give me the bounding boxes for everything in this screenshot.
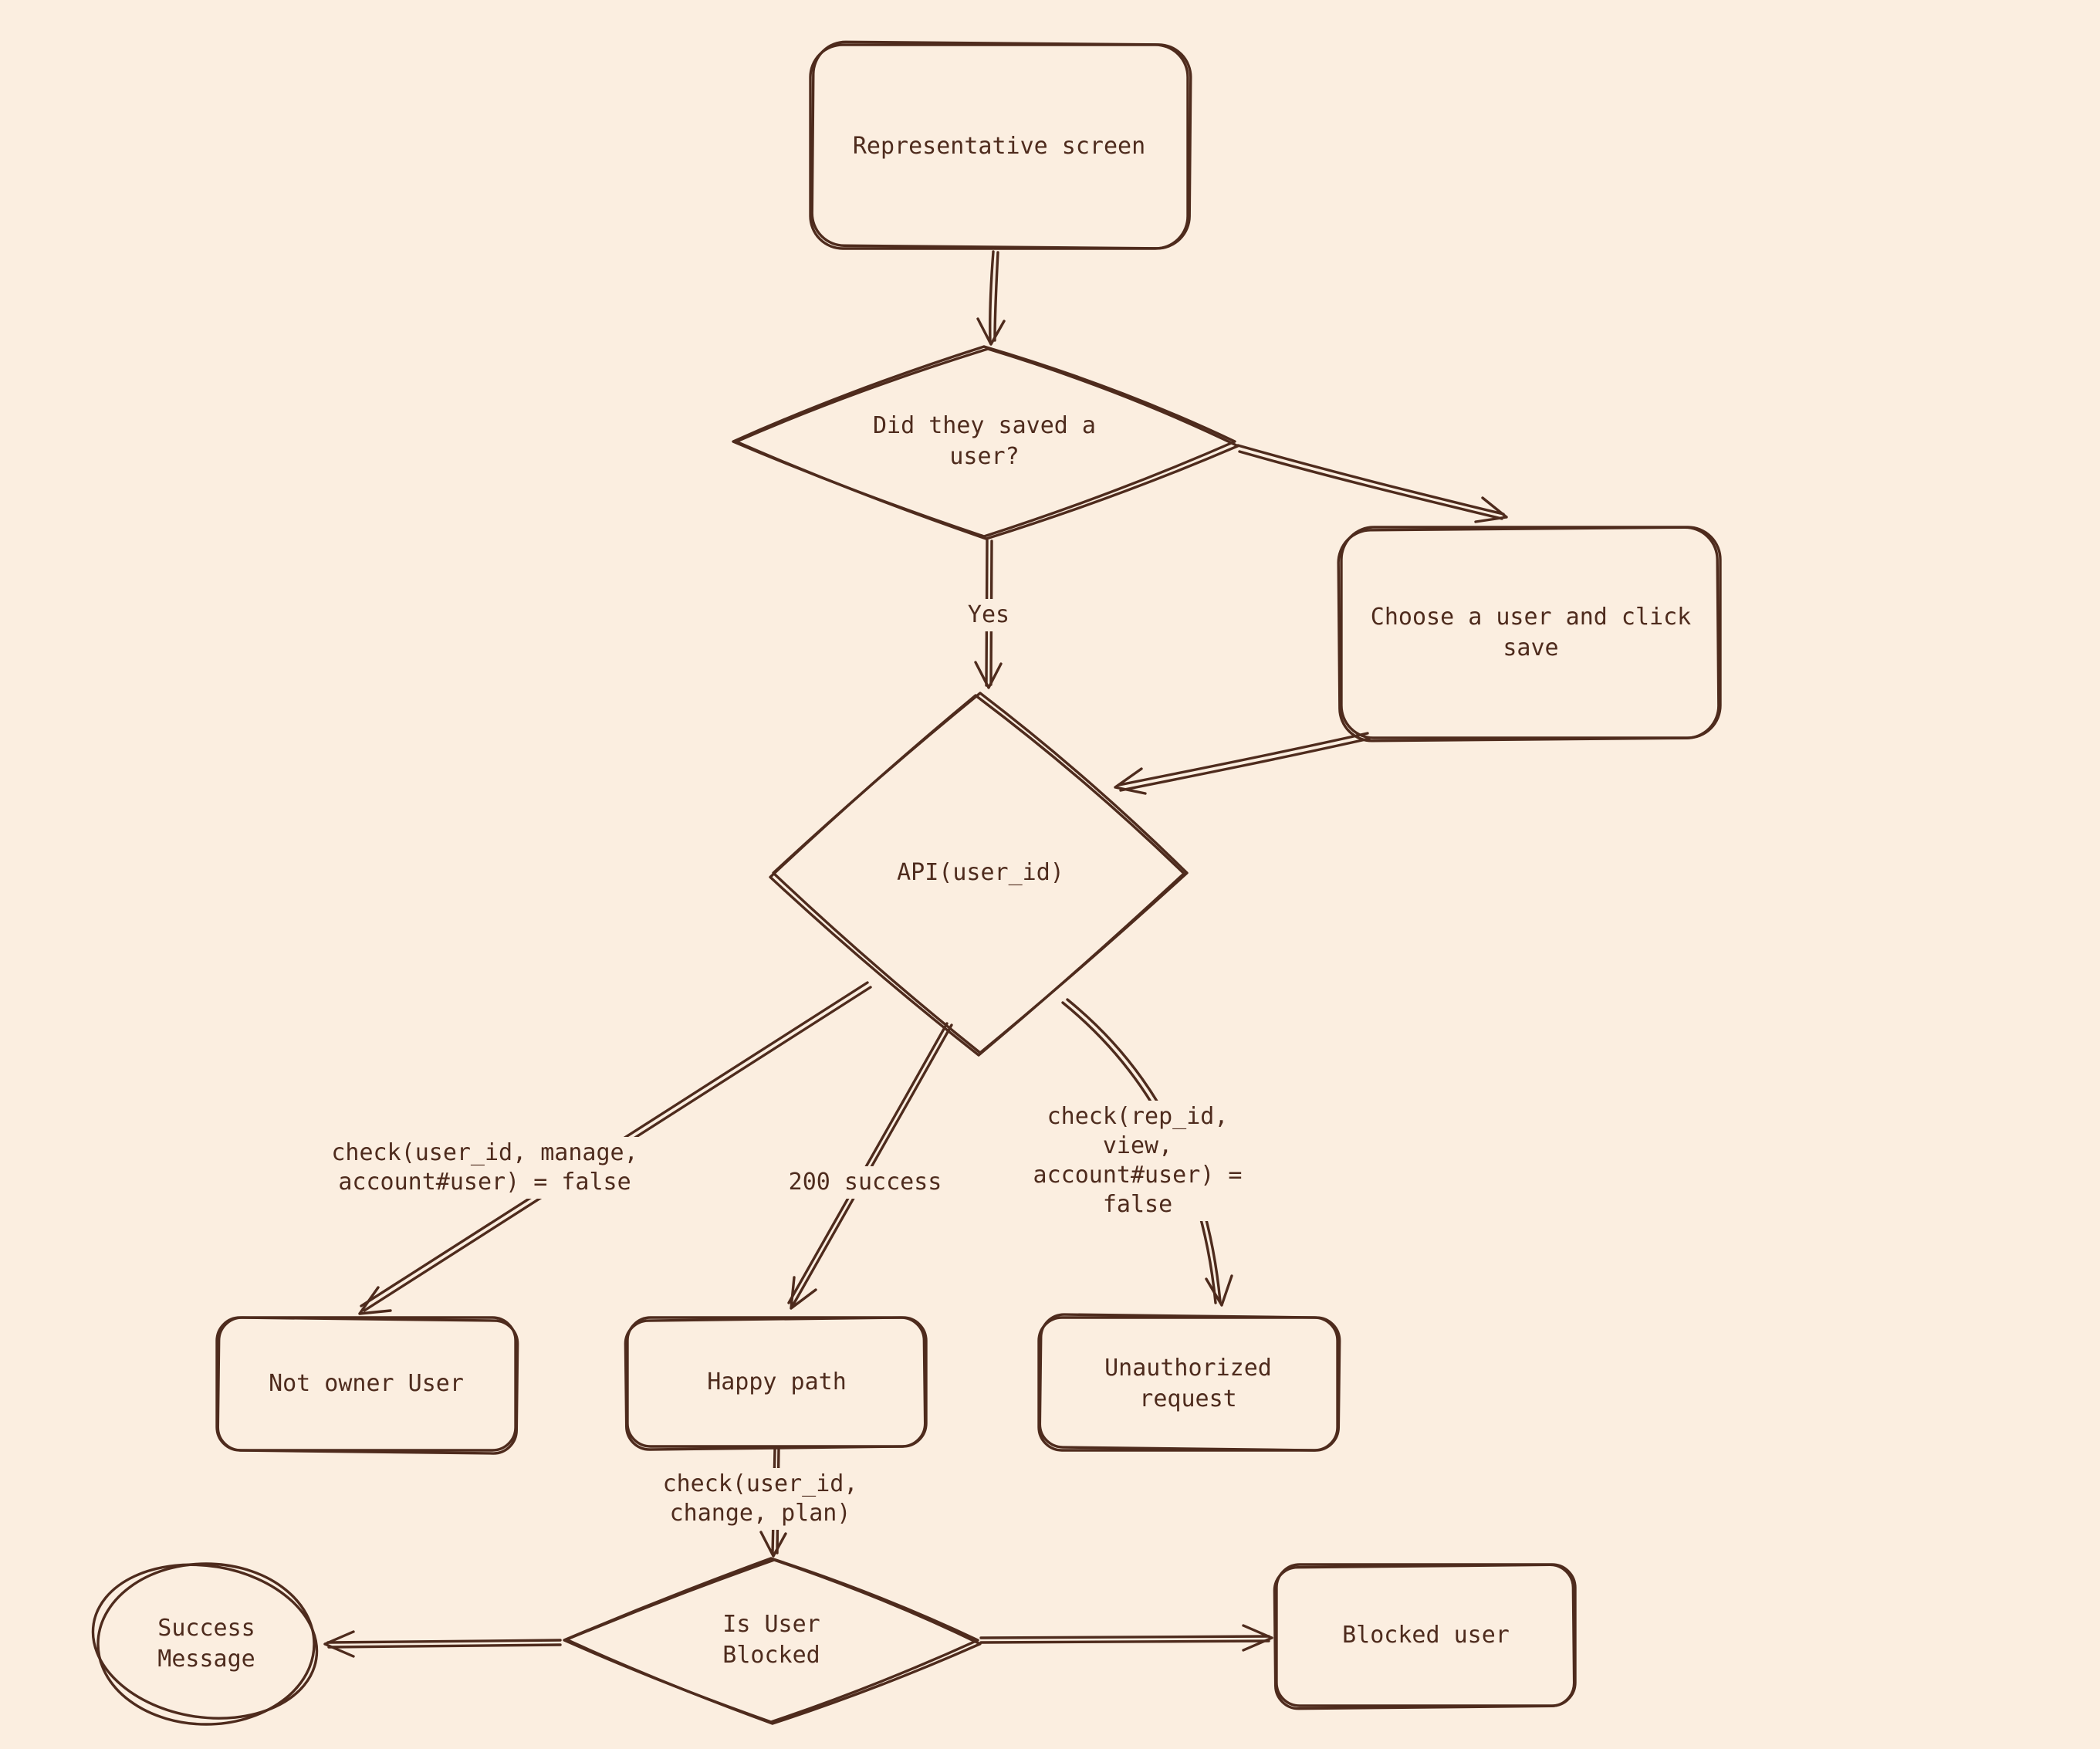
arrow-question-to-choose <box>1236 444 1508 523</box>
is-user-blocked-shape <box>563 1557 982 1725</box>
choose-user-shape <box>1337 526 1722 743</box>
representative-screen-shape <box>809 40 1192 250</box>
arrow-blocked-to-success <box>323 1630 562 1658</box>
not-owner-user-shape <box>215 1316 519 1455</box>
did-they-save-shape <box>732 345 1239 540</box>
happy-path-shape <box>624 1316 928 1451</box>
arrow-choose-to-api <box>1114 732 1371 795</box>
arrow-screen-to-question <box>976 250 1006 346</box>
api-user-id-shape <box>769 692 1189 1057</box>
edge-label-check-manage: check(user_id, manage, account#user) = f… <box>325 1137 644 1199</box>
edge-label-check-change: check(user_id, change, plan) <box>656 1468 864 1530</box>
unauthorized-request-shape <box>1037 1313 1341 1452</box>
edge-label-yes: Yes <box>961 599 1016 631</box>
arrow-api-to-happy-path <box>787 1022 953 1310</box>
arrow-blocked-to-blocked-user <box>979 1624 1273 1652</box>
edge-label-200-success: 200 success <box>782 1166 949 1199</box>
edge-label-check-view: check(rep_id, view, account#user) = fals… <box>1026 1101 1249 1221</box>
blocked-user-shape <box>1273 1563 1577 1710</box>
success-message-shape <box>91 1562 319 1726</box>
